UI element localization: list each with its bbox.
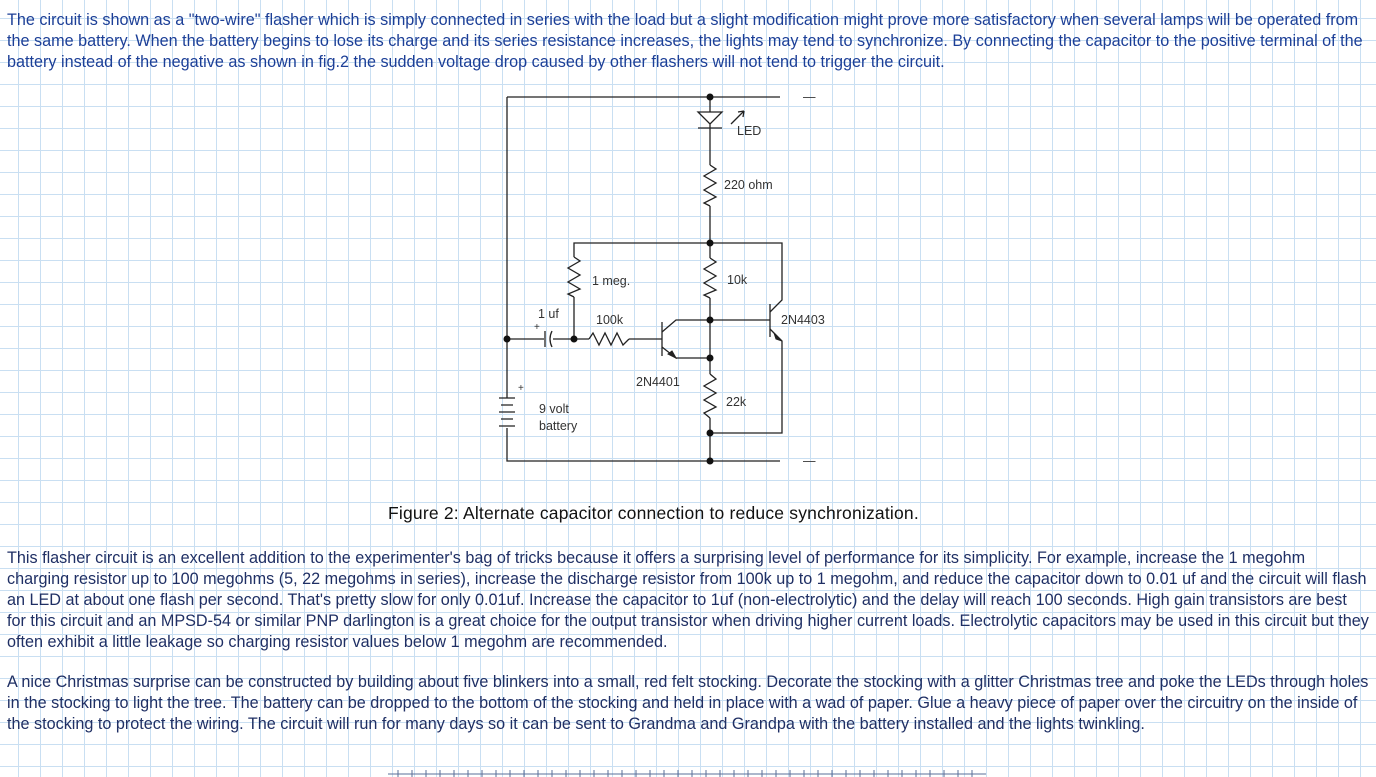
resistor-22k	[702, 373, 718, 419]
label-led: LED	[737, 124, 761, 138]
body-paragraph-flasher: This flasher circuit is an excellent add…	[7, 549, 1369, 651]
label-9-volt: 9 volt	[539, 402, 569, 416]
junction-top	[706, 93, 714, 101]
label-battery-plus: +	[518, 383, 524, 394]
label-100k: 100k	[596, 313, 624, 327]
resistor-220-ohm	[702, 164, 718, 207]
junction-cap-left	[503, 335, 511, 343]
circuit-schematic: LED 220 ohm 1 meg. 10k 1 uf 100k 2N4403 …	[499, 90, 825, 468]
terminal-top: —	[803, 90, 816, 104]
figure-caption: Figure 2: Alternate capacitor connection…	[388, 503, 919, 523]
label-2n4403: 2N4403	[781, 313, 825, 327]
label-22k: 22k	[726, 395, 747, 409]
label-2n4401: 2N4401	[636, 375, 680, 389]
junction-cap-right	[570, 335, 578, 343]
junction-emitter	[706, 354, 714, 362]
junction-1meg	[706, 239, 714, 247]
resistor-100k	[588, 331, 630, 347]
label-cap-plus: +	[534, 322, 540, 333]
led-arrow	[730, 110, 745, 125]
junction-collector	[706, 316, 714, 324]
resistor-1meg	[566, 256, 582, 298]
resistor-10k	[702, 257, 718, 299]
battery-symbol	[499, 397, 515, 427]
label-1uf: 1 uf	[538, 307, 559, 321]
intro-paragraph: The circuit is shown as a "two-wire" fla…	[7, 11, 1363, 71]
wire-battery-bottom	[506, 428, 780, 462]
junction-bottom	[706, 457, 714, 465]
npn-emitter-arrow	[667, 350, 678, 360]
capacitor-1uf	[544, 330, 553, 348]
label-220-ohm: 220 ohm	[724, 178, 773, 192]
label-1meg: 1 meg.	[592, 274, 630, 288]
junction-22k	[706, 429, 714, 437]
led-diode	[696, 111, 724, 130]
scale-ruler	[388, 770, 986, 777]
terminal-bottom: —	[803, 454, 816, 468]
body-paragraph-christmas: A nice Christmas surprise can be constru…	[7, 673, 1369, 733]
label-10k: 10k	[727, 273, 748, 287]
label-battery: battery	[539, 419, 578, 433]
pnp-emitter-arrow	[773, 332, 783, 342]
